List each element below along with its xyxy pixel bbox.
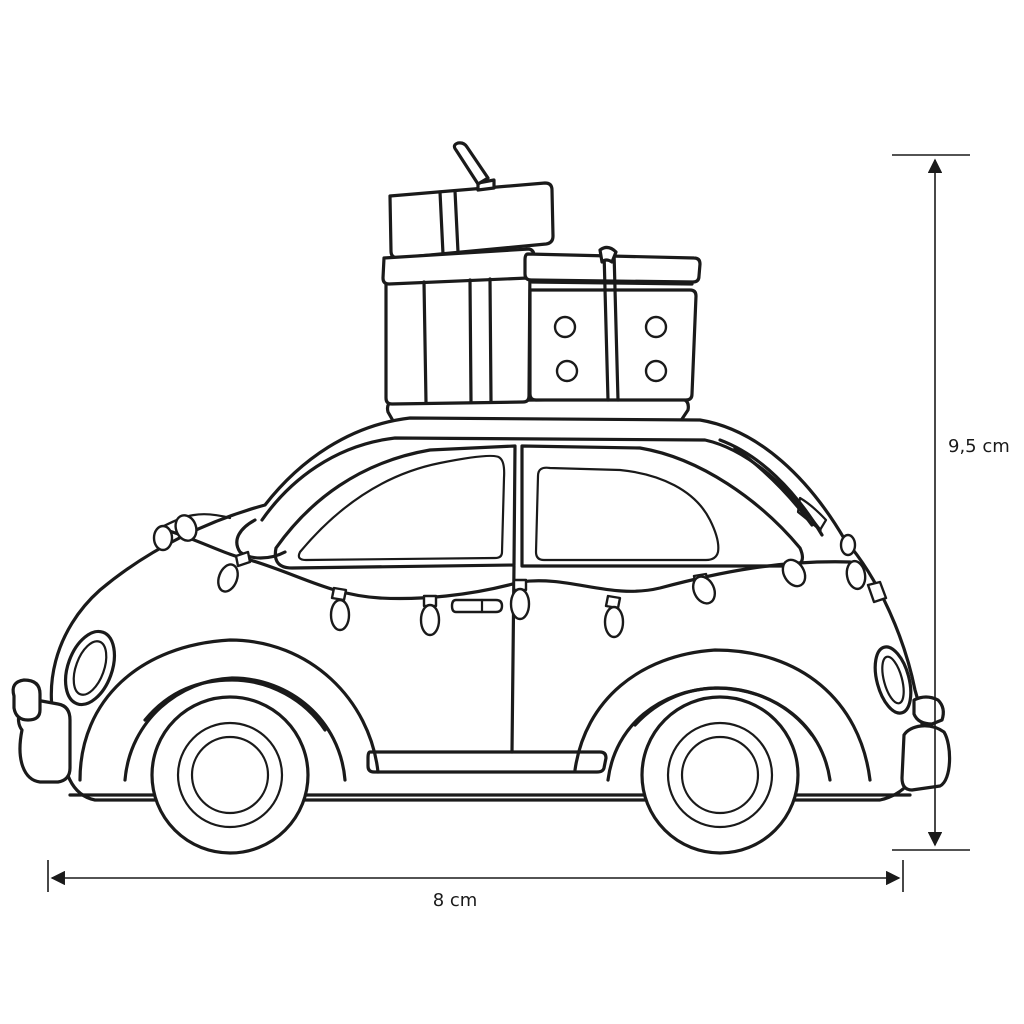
light-bulb — [152, 524, 174, 552]
car — [11, 416, 952, 802]
front-window — [297, 454, 506, 562]
top-gift — [388, 141, 555, 260]
light-bulb — [691, 572, 717, 605]
light-bulb — [329, 586, 351, 632]
width-dimension: 8 cm — [47, 860, 904, 911]
light-bulb — [781, 558, 807, 588]
light-bulb — [845, 559, 867, 591]
light-bulb — [174, 514, 198, 542]
height-dimension: 9,5 cm — [892, 154, 1015, 851]
light-bulb — [839, 533, 857, 557]
headlight — [63, 629, 117, 707]
roof-gifts — [381, 141, 702, 434]
large-gift — [381, 247, 536, 406]
light-bulb — [217, 550, 252, 593]
door-handle — [450, 598, 504, 614]
light-bulb — [509, 578, 531, 621]
light-bulb — [603, 594, 625, 639]
light-bulb — [866, 580, 888, 604]
rear-window — [534, 466, 720, 562]
light-bulb — [419, 594, 441, 637]
height-label: 9,5 cm — [948, 436, 1010, 457]
dotted-gift — [523, 245, 702, 402]
front-wheel — [150, 695, 310, 855]
christmas-lights — [152, 513, 888, 639]
tail-light — [873, 645, 913, 715]
width-label: 8 cm — [433, 890, 478, 911]
rear-wheel — [640, 695, 800, 855]
front-bumper — [11, 678, 72, 784]
